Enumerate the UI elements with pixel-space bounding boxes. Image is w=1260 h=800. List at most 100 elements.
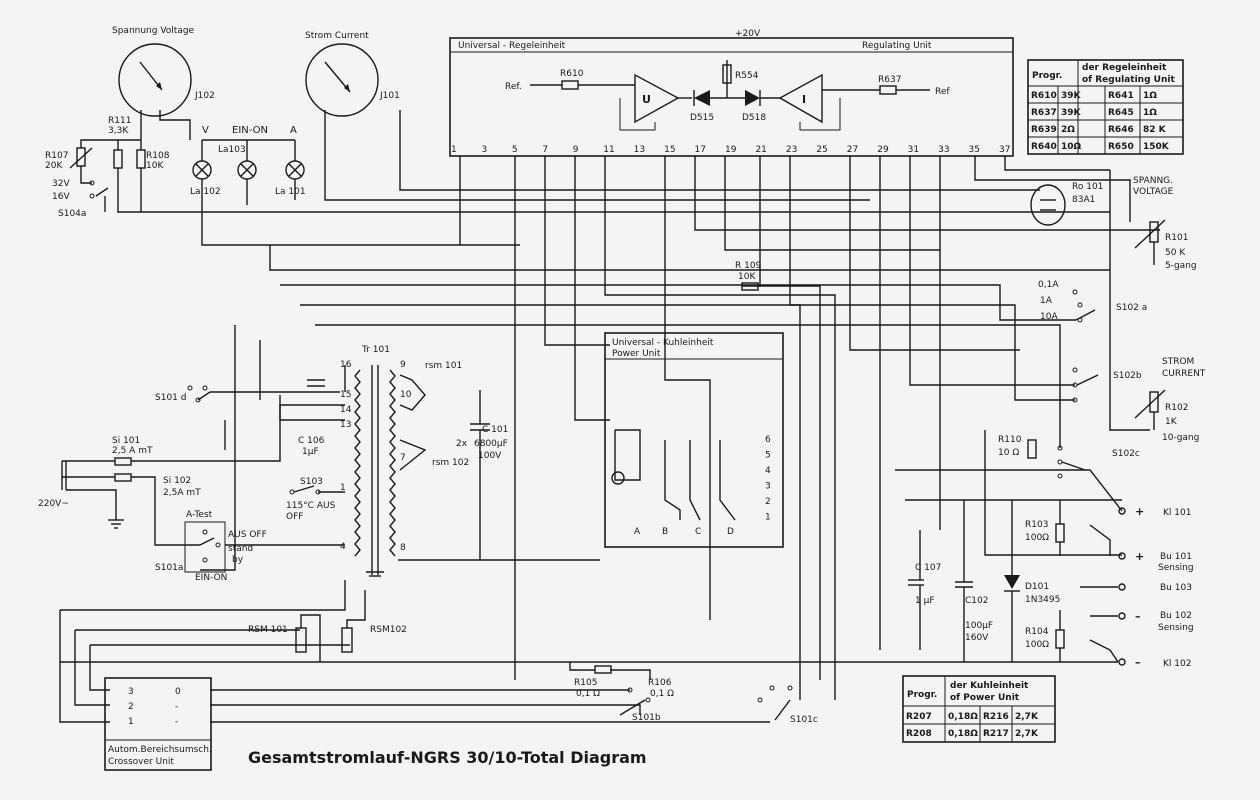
prog-cell-1-3: 1Ω xyxy=(1143,108,1157,118)
diagram-title: Gesamtstromlauf-NGRS 30/10-Total Diagram xyxy=(248,748,647,767)
ro101-type: 83A1 xyxy=(1072,195,1095,205)
tr-tap-8: 8 xyxy=(400,543,406,553)
c102-label: C102 xyxy=(965,596,988,606)
i-amplifier: I xyxy=(802,93,806,106)
supply-label: +20V xyxy=(735,29,761,39)
r109-value: 10K xyxy=(738,272,756,282)
prog-cell-0-1: 39K xyxy=(1061,91,1082,101)
bu102-terminal xyxy=(1118,612,1126,620)
prog-cell-0-0: R610 xyxy=(1031,91,1057,101)
rsm101-coil xyxy=(295,627,307,653)
r106-label: R106 xyxy=(648,678,672,688)
reg-pin-3: 3 xyxy=(481,145,487,155)
crossover-left-pin-1: 2 xyxy=(128,702,134,712)
s101a-label: S101a xyxy=(155,563,183,573)
d518-label: D518 xyxy=(742,113,766,123)
prog-head1: der Regeleinheit xyxy=(1082,63,1167,73)
lamp-la103 xyxy=(237,160,257,180)
c106-label: C 106 xyxy=(298,436,325,446)
rsm102-label: rsm 102 xyxy=(432,458,469,468)
power-prog-table: Progr. der Kuhleinheit of Power Unit R20… xyxy=(902,675,1056,743)
r104-label: R104 xyxy=(1025,627,1049,637)
prog-cell-0-3: 1Ω xyxy=(1143,91,1157,101)
d515-label: D515 xyxy=(690,113,714,123)
kl102-label: Kl 102 xyxy=(1163,659,1191,669)
power-prog-head2: of Power Unit xyxy=(950,693,1020,703)
atest-label: A-Test xyxy=(186,510,213,520)
r111-value: 3,3K xyxy=(108,126,129,136)
reg-pin-25: 25 xyxy=(816,145,827,155)
prog-cell-1-1: 39K xyxy=(1061,108,1082,118)
kl101-terminal xyxy=(1118,507,1126,515)
power-prog-head1: der Kuhleinheit xyxy=(950,681,1029,691)
power-prog-head: Progr. xyxy=(907,690,937,700)
lamp-section: V EIN-ON A La103 La 102 La 101 xyxy=(190,125,520,246)
reg-pin-17: 17 xyxy=(695,145,706,155)
current-meter-title: Strom Current xyxy=(305,31,369,41)
r554-label: R554 xyxy=(735,71,759,81)
prog-cell-3-0: R640 xyxy=(1031,142,1057,152)
tr-tap-13: 13 xyxy=(340,420,351,430)
r108-label: R108 xyxy=(146,151,170,161)
power-unit-row-3: 3 xyxy=(765,482,771,492)
la101-label: La 101 xyxy=(275,187,306,197)
ref-out-label: Ref xyxy=(935,87,950,97)
lamp-v-label: V xyxy=(202,125,209,136)
c102-val1: 100µF xyxy=(965,621,993,631)
reg-pin-11: 11 xyxy=(603,145,614,155)
d518-diode xyxy=(745,90,760,106)
prog-cell-2-1: 2Ω xyxy=(1061,125,1075,135)
tr-tap-9: 9 xyxy=(400,360,406,370)
s104a-label: S104a xyxy=(58,209,86,219)
prog-cell-1-2: R645 xyxy=(1108,108,1134,118)
bu103-label: Bu 103 xyxy=(1160,583,1192,593)
voltage-meter-title: Spannung Voltage xyxy=(112,26,195,36)
regulating-unit-title-en: Regulating Unit xyxy=(862,41,932,51)
reg-pin-19: 19 xyxy=(725,145,737,155)
r109-label: R 109 xyxy=(735,261,762,271)
power-cell-0-3: 2,7K xyxy=(1015,712,1039,722)
reg-pin-1: 1 xyxy=(451,145,457,155)
thermal-label: 115°C AUS xyxy=(286,501,336,511)
lamp-a-label: A xyxy=(290,125,297,136)
prog-cell-3-2: R650 xyxy=(1108,142,1134,152)
crossover-right-pin-2: - xyxy=(175,717,178,727)
c102-val2: 160V xyxy=(965,633,989,643)
bu101-label: Bu 101 xyxy=(1160,552,1192,562)
bu101-terminal xyxy=(1118,552,1126,560)
tr-tap-1: 1 xyxy=(340,483,346,493)
r106-value: 0,1 Ω xyxy=(650,689,674,699)
kl101-plus: + xyxy=(1135,505,1144,518)
current-label: CURRENT xyxy=(1162,369,1206,379)
range-1-label: 1A xyxy=(1040,296,1053,306)
power-unit-col-C: C xyxy=(695,527,701,537)
r102-value: 1K xyxy=(1165,417,1178,427)
s102a-label: S102 a xyxy=(1116,303,1147,313)
bu102-label: Bu 102 xyxy=(1160,611,1192,621)
power-unit-row-1: 1 xyxy=(765,513,771,523)
c107-label: C 107 xyxy=(915,563,941,573)
crossover-title-de: Autom.Bereichsumsch. xyxy=(108,745,212,755)
r107-value: 20K xyxy=(45,161,63,171)
kl102-minus: – xyxy=(1135,656,1141,669)
si101-value: 2,5 A mT xyxy=(112,446,153,456)
tr-tap-14: 14 xyxy=(340,405,352,415)
ref-in-label: Ref. xyxy=(505,82,522,92)
reg-pin-5: 5 xyxy=(512,145,518,155)
power-unit-col-A: A xyxy=(634,527,641,537)
ro101-tube xyxy=(1030,184,1066,226)
rsm102-coil xyxy=(341,627,353,653)
bu101-plus: + xyxy=(1135,550,1144,563)
d101-type: 1N3495 xyxy=(1025,595,1060,605)
s102c-label: S102c xyxy=(1112,449,1140,459)
c101-val1: 2x xyxy=(456,439,468,449)
crossover-right-pin-1: - xyxy=(175,702,178,712)
bu102-sensing: Sensing xyxy=(1158,623,1194,633)
power-unit-title-en: Power Unit xyxy=(612,349,661,359)
reg-pin-37: 37 xyxy=(999,145,1010,155)
spann-label: SPANNG. xyxy=(1133,176,1173,186)
crossover-left-pin-0: 3 xyxy=(128,687,134,697)
